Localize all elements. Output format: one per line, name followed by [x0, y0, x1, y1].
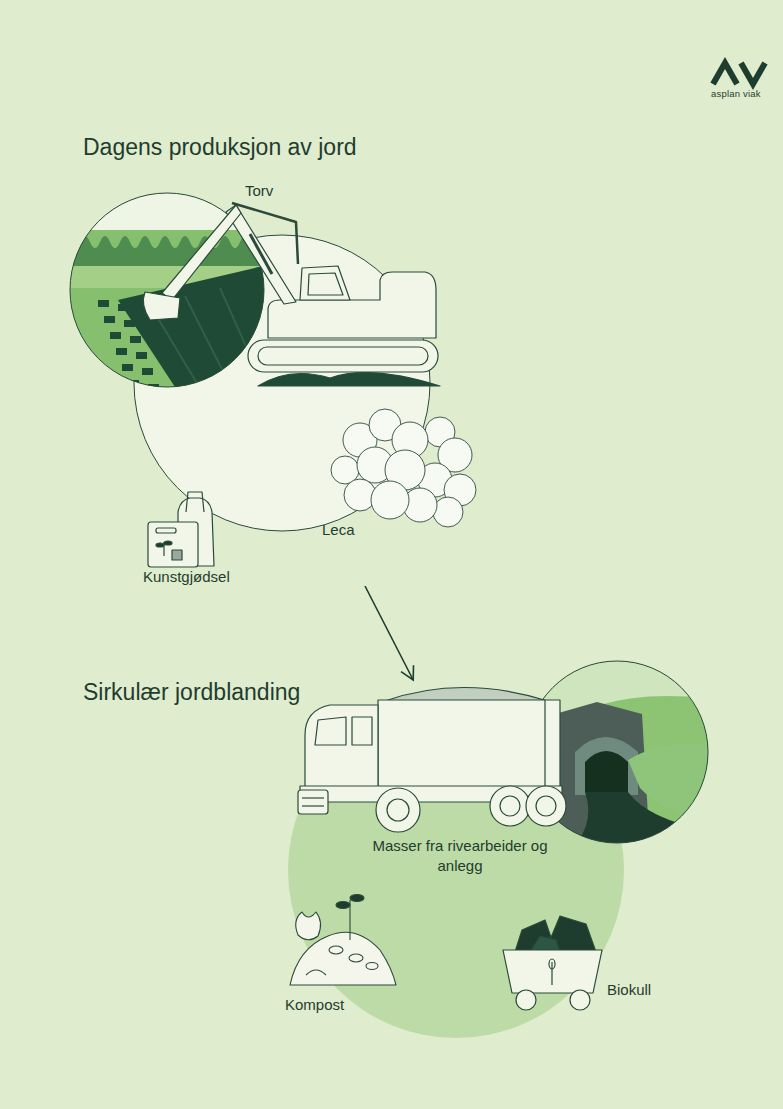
- peat-block: [98, 300, 109, 307]
- flow-arrow: [365, 586, 413, 680]
- section-heading: Dagens produksjon av jord: [83, 133, 443, 161]
- leca-ball: [438, 438, 472, 472]
- cart-wheel: [570, 990, 590, 1010]
- cab-window: [315, 717, 346, 745]
- logo-chevron: [713, 63, 737, 84]
- stage-circle: Sirkulær jordblandingMasser fra rivearbe…: [70, 680, 720, 1045]
- logo-wordmark: asplan viak: [711, 88, 761, 99]
- grass-verge: [628, 743, 720, 828]
- leca-ball: [403, 488, 437, 522]
- peat-block: [104, 316, 115, 323]
- plant-stem: [163, 542, 164, 556]
- load: [385, 688, 548, 702]
- plant-leaf: [156, 543, 164, 547]
- peat-block: [116, 348, 127, 355]
- circle-shape: [288, 702, 624, 1038]
- peat-block: [124, 320, 135, 327]
- item-label: Torv: [245, 182, 305, 200]
- item-label: Leca: [322, 521, 382, 539]
- bag-front: [148, 522, 198, 567]
- bag-swatch: [172, 550, 182, 560]
- peat-block: [118, 304, 129, 311]
- leca-ball: [444, 474, 476, 506]
- item-label: Kunstgjødsel: [143, 568, 263, 586]
- logo-mark: [713, 63, 765, 84]
- circle-shape: [134, 235, 430, 531]
- item-label: Biokull: [607, 981, 687, 999]
- bag-tag: [156, 528, 176, 533]
- leca-ball: [433, 497, 463, 527]
- item-label: Masser fra rivearbeider og anlegg: [370, 836, 550, 876]
- peat-block: [110, 332, 121, 339]
- leca-ball: [425, 417, 455, 447]
- stage-circle: Dagens produksjon av jordTorvLecaKunstgj…: [70, 118, 442, 586]
- leca-ball: [418, 463, 452, 497]
- logo-chevron: [741, 63, 765, 84]
- item-label: Kompost: [285, 996, 375, 1014]
- hilltop: [520, 660, 720, 722]
- section-heading: Sirkulær jordblanding: [83, 678, 443, 706]
- plant-leaf: [164, 541, 172, 545]
- peat-block: [122, 364, 133, 371]
